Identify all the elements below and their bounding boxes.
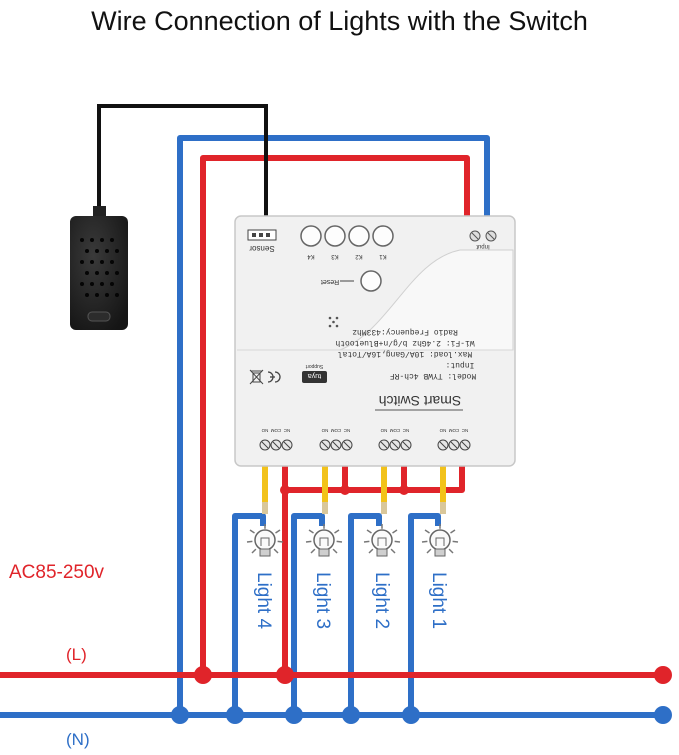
spec-radio: Radio Frequency:433Mhz (352, 327, 458, 336)
light-bulb-icon (246, 524, 284, 557)
light-label-2: Light 2 (371, 572, 392, 629)
neutral-wiring (0, 135, 667, 718)
terminal-label: NO (380, 428, 387, 433)
status-led-icon (328, 316, 339, 328)
sensor-port-label: Sensor (249, 244, 275, 253)
light-bulb-icon (363, 524, 401, 557)
channel-buttons (300, 225, 394, 247)
support-text: Support (305, 363, 323, 369)
terminal-slot (402, 441, 410, 449)
live-junction (340, 485, 350, 495)
reset-button[interactable] (360, 270, 382, 292)
spec-max-load: Max.load: 10A/Gang,16A/Total (338, 349, 473, 358)
terminal-slot (391, 441, 399, 449)
live-junction (399, 485, 409, 495)
input-label: Input (476, 243, 490, 249)
sensor-port: Sensor (247, 229, 277, 253)
weee-bin-icon (249, 369, 264, 385)
device-name: Smart Switch (379, 393, 461, 409)
neutral-junction (402, 706, 420, 724)
output-terminals (259, 439, 471, 451)
live-terminal-end (654, 666, 672, 684)
terminal-label: NC (461, 428, 468, 433)
light-label-1: Light 1 (428, 572, 449, 629)
button-label-k3: K3 (331, 253, 339, 259)
button-label-k2: K2 (355, 253, 363, 259)
terminal-label: NO (439, 428, 446, 433)
ce-mark-icon (267, 371, 281, 383)
terminal-label: NC (283, 428, 290, 433)
live-junction (194, 666, 212, 684)
button-label-k4: K4 (307, 253, 315, 259)
button-label-k1: K1 (379, 253, 387, 259)
terminal-slot (461, 441, 469, 449)
sensor-cable (97, 104, 268, 232)
channel-button-k2[interactable] (348, 225, 370, 247)
neutral-label: (N) (66, 730, 90, 749)
yellow-wire-tips (262, 502, 446, 514)
live-junction (276, 666, 294, 684)
neutral-junction (285, 706, 303, 724)
live-label: (L) (66, 645, 87, 664)
diagram-title: Wire Connection of Lights with the Switc… (91, 6, 588, 36)
neutral-junction (226, 706, 244, 724)
light-bulb-icon (421, 524, 459, 557)
neutral-junction (342, 706, 360, 724)
terminal-slot (332, 441, 340, 449)
temperature-humidity-sensor-icon (70, 206, 128, 330)
device-panel-curve (339, 249, 514, 351)
terminal-slot (343, 441, 351, 449)
terminal-label: NO (261, 428, 268, 433)
light-bulb-icon (305, 524, 343, 557)
terminal-label: NC (343, 428, 350, 433)
channel-button-k4[interactable] (300, 225, 322, 247)
neutral-terminal-end (654, 706, 672, 724)
supply-voltage-label: AC85-250v (9, 562, 105, 583)
terminal-label: NC (402, 428, 409, 433)
terminal-slot (380, 441, 388, 449)
light-bulbs (246, 524, 459, 557)
terminal-slot (272, 441, 280, 449)
spec-model: Model: TYWB 4ch-RF (390, 371, 477, 380)
terminal-slot (283, 441, 291, 449)
light-label-4: Light 4 (253, 572, 274, 629)
terminal-label: COM (449, 428, 460, 433)
terminal-slot (450, 441, 458, 449)
smart-switch-device: Sensor K4 K3 K2 K1 Input Reset (234, 215, 516, 467)
terminal-slot (321, 441, 329, 449)
input-terminals: Input (469, 230, 497, 249)
channel-button-k3[interactable] (324, 225, 346, 247)
terminal-label: COM (331, 428, 342, 433)
spec-input: Input: (446, 360, 475, 369)
light-label-3: Light 3 (312, 572, 333, 629)
switched-wiring (262, 460, 446, 512)
terminal-label: COM (271, 428, 282, 433)
terminal-slot (439, 441, 447, 449)
neutral-junction (171, 706, 189, 724)
junction-dots (171, 485, 672, 724)
reset-label: Reset (321, 278, 339, 285)
tuya-badge: tuya Support (302, 363, 327, 383)
terminal-label: COM (390, 428, 401, 433)
channel-button-k1[interactable] (372, 225, 394, 247)
live-junction (280, 485, 290, 495)
spec-wifi: Wi-Fi: 2.4Ghz b/g/n+Bluetooth (335, 338, 474, 347)
terminal-slot (261, 441, 269, 449)
terminal-label: NO (321, 428, 328, 433)
tuya-badge-text: tuya (308, 372, 321, 379)
